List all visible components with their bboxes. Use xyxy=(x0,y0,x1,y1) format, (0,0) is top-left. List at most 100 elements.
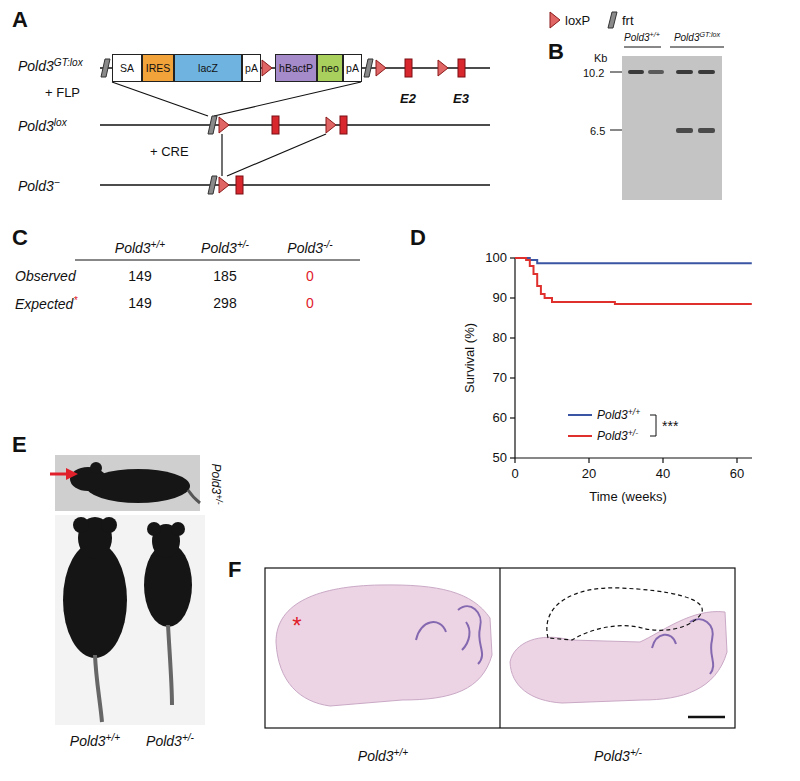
segment-label: IRES xyxy=(146,63,171,74)
label-text: 60 xyxy=(493,410,507,425)
label-text: * xyxy=(292,612,301,639)
loxp-symbol xyxy=(326,117,336,133)
allele-line xyxy=(100,68,490,185)
survival-curve xyxy=(515,258,752,304)
mouse-tail xyxy=(168,625,172,705)
label-text: 149 xyxy=(128,295,151,311)
exon xyxy=(236,176,243,194)
brain-structure xyxy=(416,606,713,674)
loxp-symbol xyxy=(219,177,229,193)
label-group: 0 xyxy=(511,467,518,481)
size-tick xyxy=(610,72,622,130)
mouse xyxy=(63,517,192,658)
label-group: Pold3lox xyxy=(18,117,67,134)
label-text: 149 xyxy=(128,268,151,284)
chart-axis xyxy=(510,337,515,338)
mouse xyxy=(63,542,127,658)
lane-underline xyxy=(624,47,724,48)
label-group: 70 xyxy=(493,371,507,385)
cassette-segment: lacZ xyxy=(174,54,242,82)
label-text: Pold3 xyxy=(201,240,237,256)
label-text: 90 xyxy=(493,290,507,305)
mouse-tail xyxy=(95,625,172,722)
cassette-segment: IRES xyxy=(142,54,174,82)
chart-axis xyxy=(662,458,663,463)
legend-line xyxy=(568,415,592,436)
label-text: E xyxy=(12,432,27,457)
label-text: F xyxy=(228,557,241,582)
label-group: E xyxy=(12,433,27,457)
label-text: + CRE xyxy=(150,144,189,159)
label-text: Pold3 xyxy=(287,240,323,256)
red-arrow xyxy=(50,473,68,476)
label-text: A xyxy=(12,7,28,32)
chart-axis xyxy=(515,457,752,458)
red-arrow xyxy=(50,468,78,480)
label-text: 20 xyxy=(582,466,596,481)
allele-line xyxy=(100,124,490,126)
frt-symbol xyxy=(364,59,373,77)
label-text: 60 xyxy=(730,466,744,481)
frt-symbol xyxy=(208,116,217,134)
label-text: + FLP xyxy=(45,85,80,100)
label-group: 80 xyxy=(493,331,507,345)
genotype-superscript: +/- xyxy=(237,239,249,250)
recombination-line xyxy=(112,82,208,116)
brain-structure xyxy=(416,622,446,640)
mouse-tail xyxy=(95,655,102,722)
genotype-superscript: +/+ xyxy=(151,239,166,250)
label-text: Pold3 xyxy=(18,58,54,74)
label-text: *** xyxy=(662,418,678,434)
label-text: C xyxy=(12,225,28,250)
brain-structure xyxy=(652,635,676,648)
label-text: E3 xyxy=(453,91,469,106)
legend-line xyxy=(568,435,592,437)
label-text: Pold3 xyxy=(209,463,223,494)
label-group: Kb xyxy=(594,52,607,64)
legend-item: loxP xyxy=(549,11,590,29)
label-group: 90 xyxy=(493,291,507,305)
legend-text: loxP xyxy=(565,13,590,28)
segment-label: SA xyxy=(120,63,134,74)
blot-band xyxy=(698,128,715,133)
chart-axis xyxy=(510,457,515,458)
label-group: Pold3+/+ xyxy=(115,239,165,256)
genotype-superscript: +/+ xyxy=(106,732,121,743)
label-text: 185 xyxy=(213,268,236,284)
recombination-line xyxy=(227,134,326,176)
label-text: Pold3 xyxy=(70,733,106,749)
mouse-tail xyxy=(188,490,200,503)
label-group: Pold3+/- xyxy=(146,732,194,749)
label-group: Expected* xyxy=(15,295,77,312)
label-text: Pold3 xyxy=(146,733,182,749)
histology-frame xyxy=(265,568,735,728)
cassette-segment: neo xyxy=(317,54,343,82)
label-group: * xyxy=(292,613,301,639)
recombination-line xyxy=(214,82,361,116)
mouse-photo xyxy=(55,455,200,511)
label-group: Time (weeks) xyxy=(589,490,667,504)
brain-section xyxy=(276,585,727,706)
brain-structure xyxy=(462,622,469,650)
label-text: 100 xyxy=(485,250,507,265)
cassette-segment: pA xyxy=(242,54,261,82)
scale-bar xyxy=(688,716,725,719)
label-group: 6.5 xyxy=(590,125,605,137)
mouse xyxy=(70,462,190,503)
label-group: D xyxy=(410,226,426,250)
missing-tissue-outline xyxy=(547,588,702,640)
label-group: 149 xyxy=(128,296,151,311)
legend-text: frt xyxy=(622,13,634,28)
genotype-superscript: -/- xyxy=(323,239,333,250)
label-group: Pold3+/+ xyxy=(624,31,660,43)
brain-structure xyxy=(458,606,482,664)
label-group: C xyxy=(12,226,28,250)
significance-bracket xyxy=(650,415,656,436)
size-tick xyxy=(610,72,622,73)
genotype-superscript: lox xyxy=(54,117,67,128)
significance-bracket xyxy=(650,415,656,436)
